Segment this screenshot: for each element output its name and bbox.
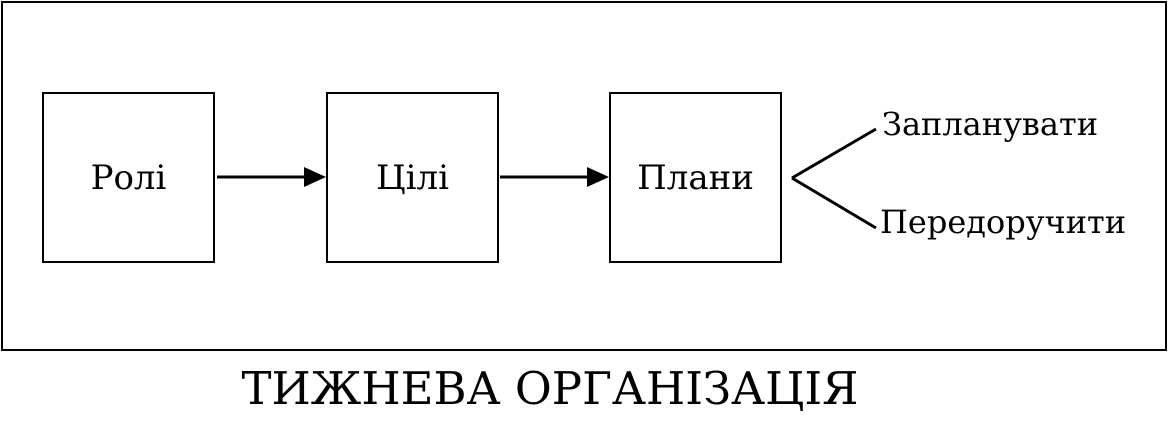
node-goals-label: Цілі: [376, 157, 449, 198]
node-plans: Плани: [609, 92, 782, 263]
node-goals: Цілі: [326, 92, 499, 263]
branch-label-schedule: Запланувати: [882, 105, 1099, 143]
node-plans-label: Плани: [637, 157, 754, 198]
diagram-title: ТИЖНЕВА ОРГАНІЗАЦІЯ: [241, 362, 859, 415]
branch-label-delegate: Передоручити: [880, 203, 1127, 241]
diagram-frame: [1, 1, 1167, 351]
node-roles: Ролі: [42, 92, 215, 263]
node-roles-label: Ролі: [90, 157, 167, 198]
